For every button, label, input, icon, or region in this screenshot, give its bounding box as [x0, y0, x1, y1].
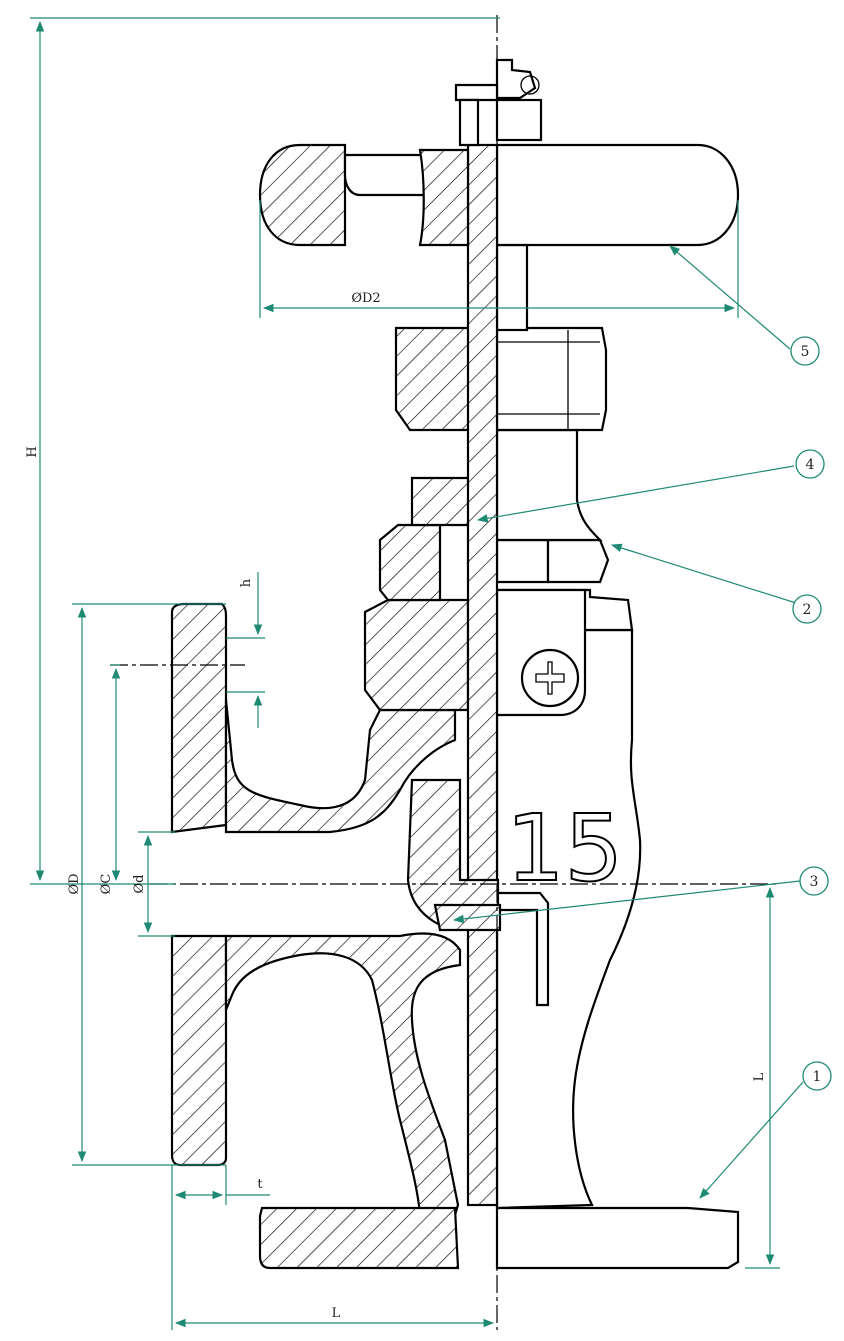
dim-h-label: h — [239, 578, 254, 587]
dim-t-label: t — [257, 1177, 263, 1192]
dim-C-label: ØC — [99, 874, 114, 895]
callout-2: 2 — [792, 594, 822, 624]
dim-L-vertical-label: L — [752, 1072, 767, 1081]
dim-L-horizontal-label: L — [332, 1306, 341, 1321]
dim-D-label: ØD — [67, 873, 82, 894]
leader-lines — [452, 245, 804, 1199]
callout-1: 1 — [802, 1061, 832, 1091]
callout-4: 4 — [795, 449, 825, 479]
valve-section — [170, 83, 502, 1270]
valve-body — [495, 58, 740, 1270]
dim-H-label: H — [25, 446, 40, 457]
body-marking: 15 — [506, 795, 623, 902]
callout-5: 5 — [790, 336, 820, 366]
dimension-lines — [30, 17, 780, 1330]
svg-text:4: 4 — [806, 457, 815, 473]
svg-text:3: 3 — [810, 874, 819, 890]
svg-text:2: 2 — [803, 602, 812, 618]
svg-text:5: 5 — [801, 344, 810, 360]
svg-text:1: 1 — [813, 1069, 822, 1085]
dim-D2-label: ØD2 — [351, 291, 380, 306]
callout-3: 3 — [799, 866, 829, 896]
dim-d-label: Ød — [132, 875, 147, 894]
